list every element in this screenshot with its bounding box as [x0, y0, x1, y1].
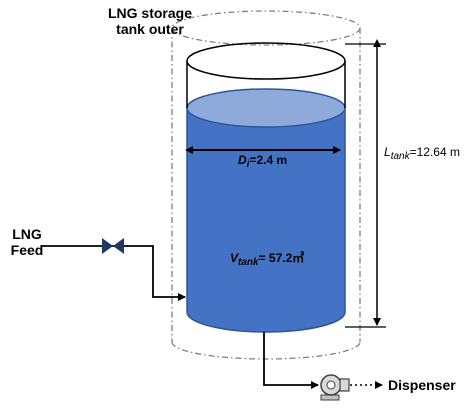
pump-icon [320, 374, 350, 401]
outer-tank-label-line1: LNG storage [107, 5, 192, 21]
diameter-label: Di=2.4 m [238, 153, 288, 171]
outer-tank-outline [171, 10, 361, 360]
liquid-surface [186, 88, 346, 128]
diameter-symbol: D [238, 153, 247, 167]
diameter-value: =2.4 m [249, 153, 288, 167]
liquid-body [186, 107, 346, 333]
length-subscript: tank [390, 151, 410, 162]
length-value: =12.64 m [409, 145, 460, 159]
length-label: Ltank=12.64 m [384, 145, 460, 163]
feed-label-line2: Feed [10, 242, 44, 259]
inner-tank-walls [186, 42, 346, 108]
outer-tank-label: LNG storage tank outer [95, 5, 205, 37]
feed-pipe [42, 245, 186, 301]
volume-label: Vtank= 57.2㎥ [230, 251, 305, 269]
volume-value: = 57.2㎥ [258, 251, 305, 265]
feed-label-line1: LNG [12, 226, 42, 242]
outer-tank-label-line2: tank outer [116, 21, 184, 38]
outlet-pipe [263, 332, 319, 389]
feed-label: LNG Feed [7, 226, 47, 258]
valve-icon [102, 238, 124, 254]
volume-subscript: tank [238, 257, 259, 268]
diameter-subscript: i [246, 159, 250, 170]
length-symbol: L [384, 145, 391, 159]
length-dimension [345, 39, 386, 328]
volume-symbol: V [230, 251, 239, 265]
dispenser-label: Dispenser [388, 377, 456, 393]
